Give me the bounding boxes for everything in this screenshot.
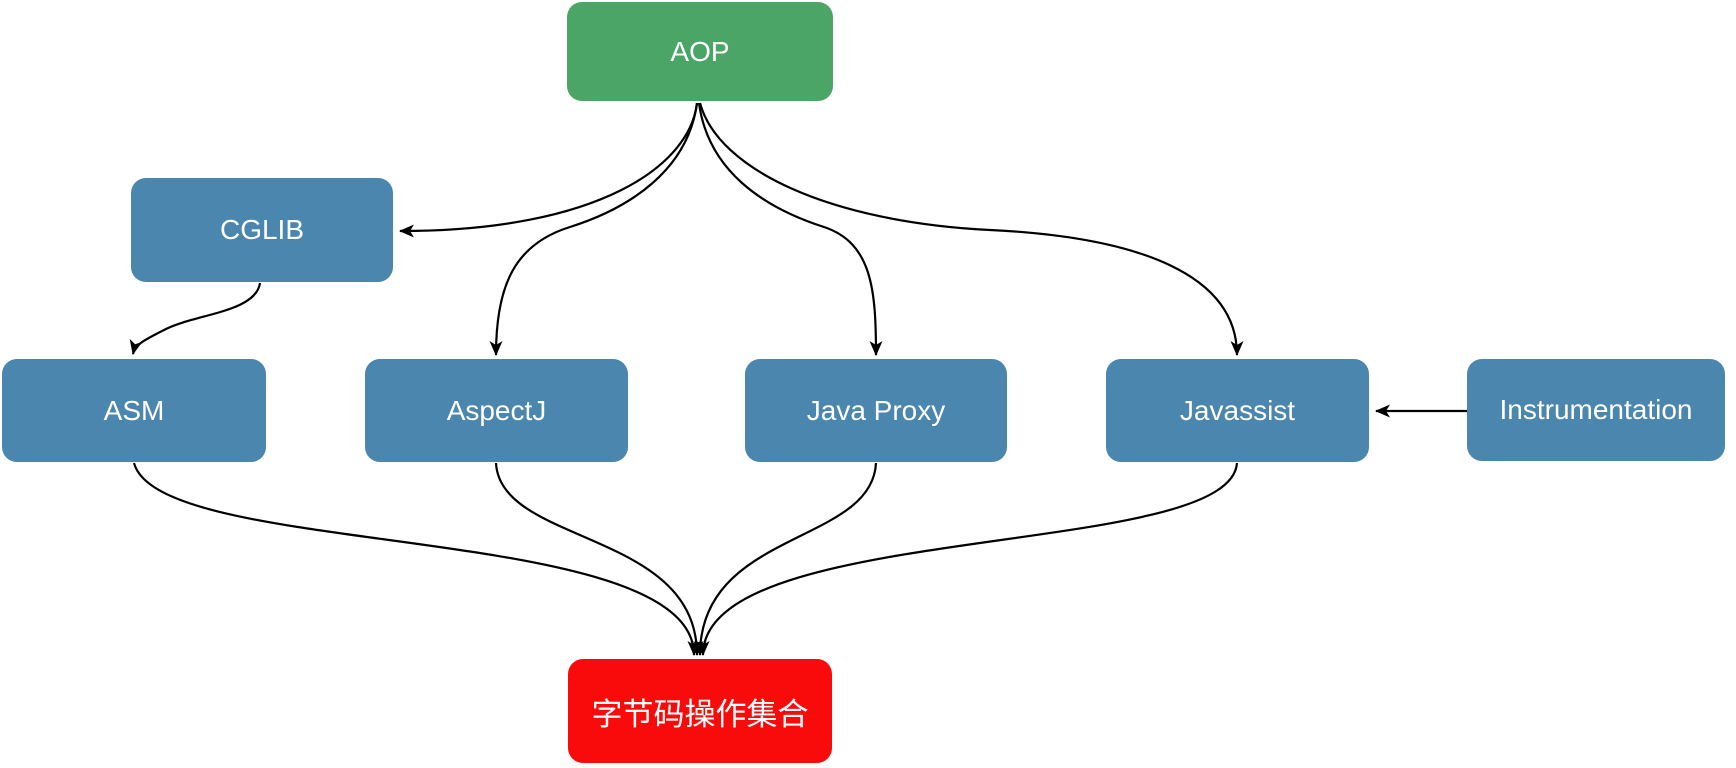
node-java-proxy-label: Java Proxy [806, 394, 946, 426]
node-aop-label: AOP [670, 35, 730, 67]
node-aop: AOP [567, 2, 833, 101]
edge-aspectj-bytecode-set [494, 462, 704, 656]
edge-aop-cglib [399, 102, 699, 238]
node-asm: ASM [2, 359, 266, 462]
edge-aop-aspectj [489, 102, 699, 356]
node-aspectj: AspectJ [365, 359, 628, 462]
edge-javassist-bytecode-set [696, 462, 1239, 656]
node-javassist-label: Javassist [1179, 394, 1296, 426]
edge-java-proxy-bytecode-set [693, 462, 878, 656]
edge-aop-java-proxy [697, 102, 883, 356]
node-cglib-label: CGLIB [219, 214, 305, 245]
node-javassist: Javassist [1106, 359, 1369, 462]
edge-aop-javassist [698, 102, 1244, 356]
node-bytecode-set: 字节码操作集合 [568, 659, 832, 763]
node-bytecode-set-label: 字节码操作集合 [591, 696, 809, 732]
edge-cglib-asm [129, 282, 262, 355]
node-java-proxy: Java Proxy [745, 359, 1007, 462]
node-instrumentation: Instrumentation [1467, 359, 1725, 461]
node-cglib: CGLIB [131, 178, 393, 282]
node-instrumentation-label: Instrumentation [1499, 394, 1693, 425]
node-asm-label: ASM [103, 394, 165, 426]
edge-asm-bytecode-set [132, 462, 701, 656]
node-aspectj-label: AspectJ [446, 394, 547, 426]
